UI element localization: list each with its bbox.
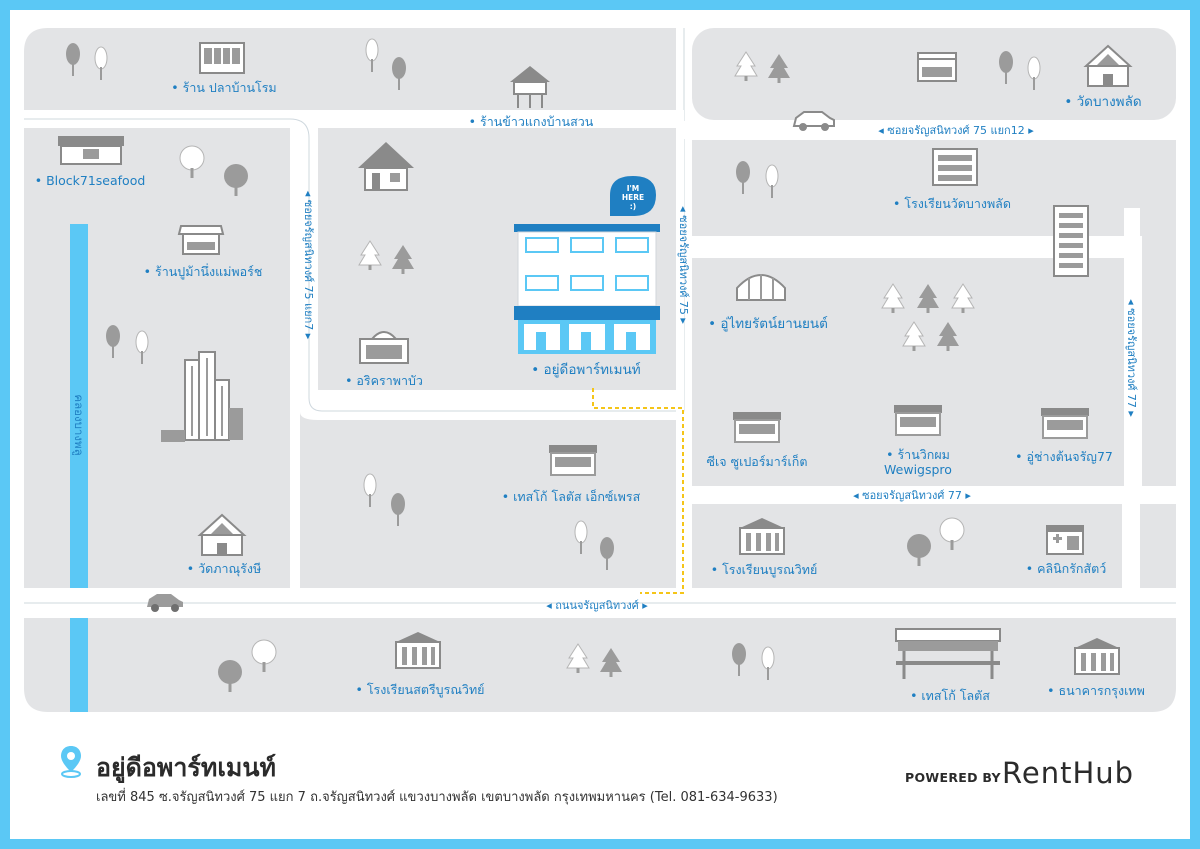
- footer-address: เลขที่ 845 ซ.จรัญสนิทวงศ์ 75 แยก 7 ถ.จรั…: [96, 790, 778, 805]
- road-label-soi12: ◂ ซอยจรัญสนิทวงศ์ 75 แยก12 ▸: [878, 124, 1034, 137]
- place-label: • ร้านวิกผม: [886, 447, 950, 462]
- clinic-icon: [1046, 525, 1084, 555]
- road-label-soi77: ◂ ซอยจรัญสนิทวงศ์ 77 ▸: [853, 489, 971, 502]
- place-label: • อริคราพาบัว: [345, 373, 423, 388]
- place-label: • คลินิกรักสัตว์: [1026, 561, 1107, 576]
- route-path: [592, 388, 684, 594]
- stilt-house-icon: [510, 66, 550, 108]
- place-label: • Block71seafood: [35, 173, 146, 188]
- place-label: • เทสโก้ โลตัส: [910, 688, 990, 703]
- hangar-icon: [736, 274, 786, 301]
- badge-line3: :): [630, 202, 636, 211]
- badge-line1: I'M: [627, 184, 640, 193]
- place-label: ซีเจ ซูเปอร์มาร์เก็ต: [707, 454, 808, 470]
- roads: [24, 28, 1176, 617]
- tower-icon: [1053, 205, 1089, 277]
- house-icon: [58, 136, 124, 165]
- apartment-label: • อยู่ดีอพาร์ทเมนท์: [531, 361, 640, 378]
- dome-shop-icon: [359, 331, 409, 364]
- wig-shop-icon: [893, 404, 943, 436]
- market-icon: [917, 52, 957, 82]
- home-icon: [358, 142, 414, 191]
- food-stall-icon: [177, 225, 225, 255]
- place-label: • วัดบางพลัด: [1064, 94, 1141, 110]
- canal-lower: [70, 618, 88, 712]
- powered-by-label: POWERED BY: [905, 770, 1001, 785]
- badge-line2: HERE: [622, 193, 644, 202]
- canal-label: คลองบางพลู: [72, 394, 86, 455]
- road-label-soi75-7: ◂ ซอยจรัญสนิทวงศ์ 75 แยก7 ▸: [302, 191, 315, 340]
- place-label: • วัดภาณุรังษี: [187, 561, 261, 577]
- brand-logo[interactable]: RentHub: [1002, 756, 1135, 790]
- canal: [70, 224, 88, 588]
- footer-title: อยู่ดีอพาร์ทเมนท์: [96, 753, 276, 782]
- shop-icon: [199, 42, 245, 74]
- place-label: • โรงเรียนสตรีบูรณวิทย์: [355, 682, 484, 698]
- place-label: • อู่ช่างต้นจรัญ77: [1015, 449, 1113, 465]
- place-label: • ร้านปูม้านึ่งแม่พอร์ช: [144, 263, 263, 280]
- school-building-icon: [932, 148, 978, 186]
- place-label: Wewigspro: [884, 462, 952, 477]
- location-pin-icon: [61, 746, 81, 778]
- place-label: • ร้าน ปลาบ้านโรม: [171, 80, 276, 95]
- place-label: • โรงเรียนบูรณวิทย์: [711, 562, 818, 578]
- place-label: • เทสโก้ โลตัส เอ็กซ์เพรส: [502, 489, 641, 504]
- road-label-soi75: ◂ ซอยจรัญสนิทวงศ์ 75 ▸: [677, 206, 690, 324]
- place-label: • ธนาคารกรุงเทพ: [1047, 683, 1145, 699]
- garage-icon: [1040, 407, 1090, 439]
- place-label: • อู่ไทยรัตน์ยานยนต์: [708, 315, 828, 332]
- supermarket-icon: [732, 411, 782, 443]
- road-label-main: ◂ ถนนจรัญสนิทวงศ์ ▸: [546, 599, 648, 612]
- im-here-badge: I'M HERE :): [610, 176, 656, 216]
- mall-icon: [895, 628, 1001, 679]
- road-label-soi77-vertical: ◂ ซอยจรัญสนิทวงศ์ 77 ▸: [1125, 299, 1138, 417]
- skyscraper-icon: [161, 351, 243, 442]
- apartment-building: [514, 224, 660, 354]
- place-label: • โรงเรียนวัดบางพลัด: [893, 196, 1011, 211]
- express-store-icon: [548, 444, 598, 476]
- place-label: • ร้านข้าวแกงบ้านสวน: [469, 114, 594, 129]
